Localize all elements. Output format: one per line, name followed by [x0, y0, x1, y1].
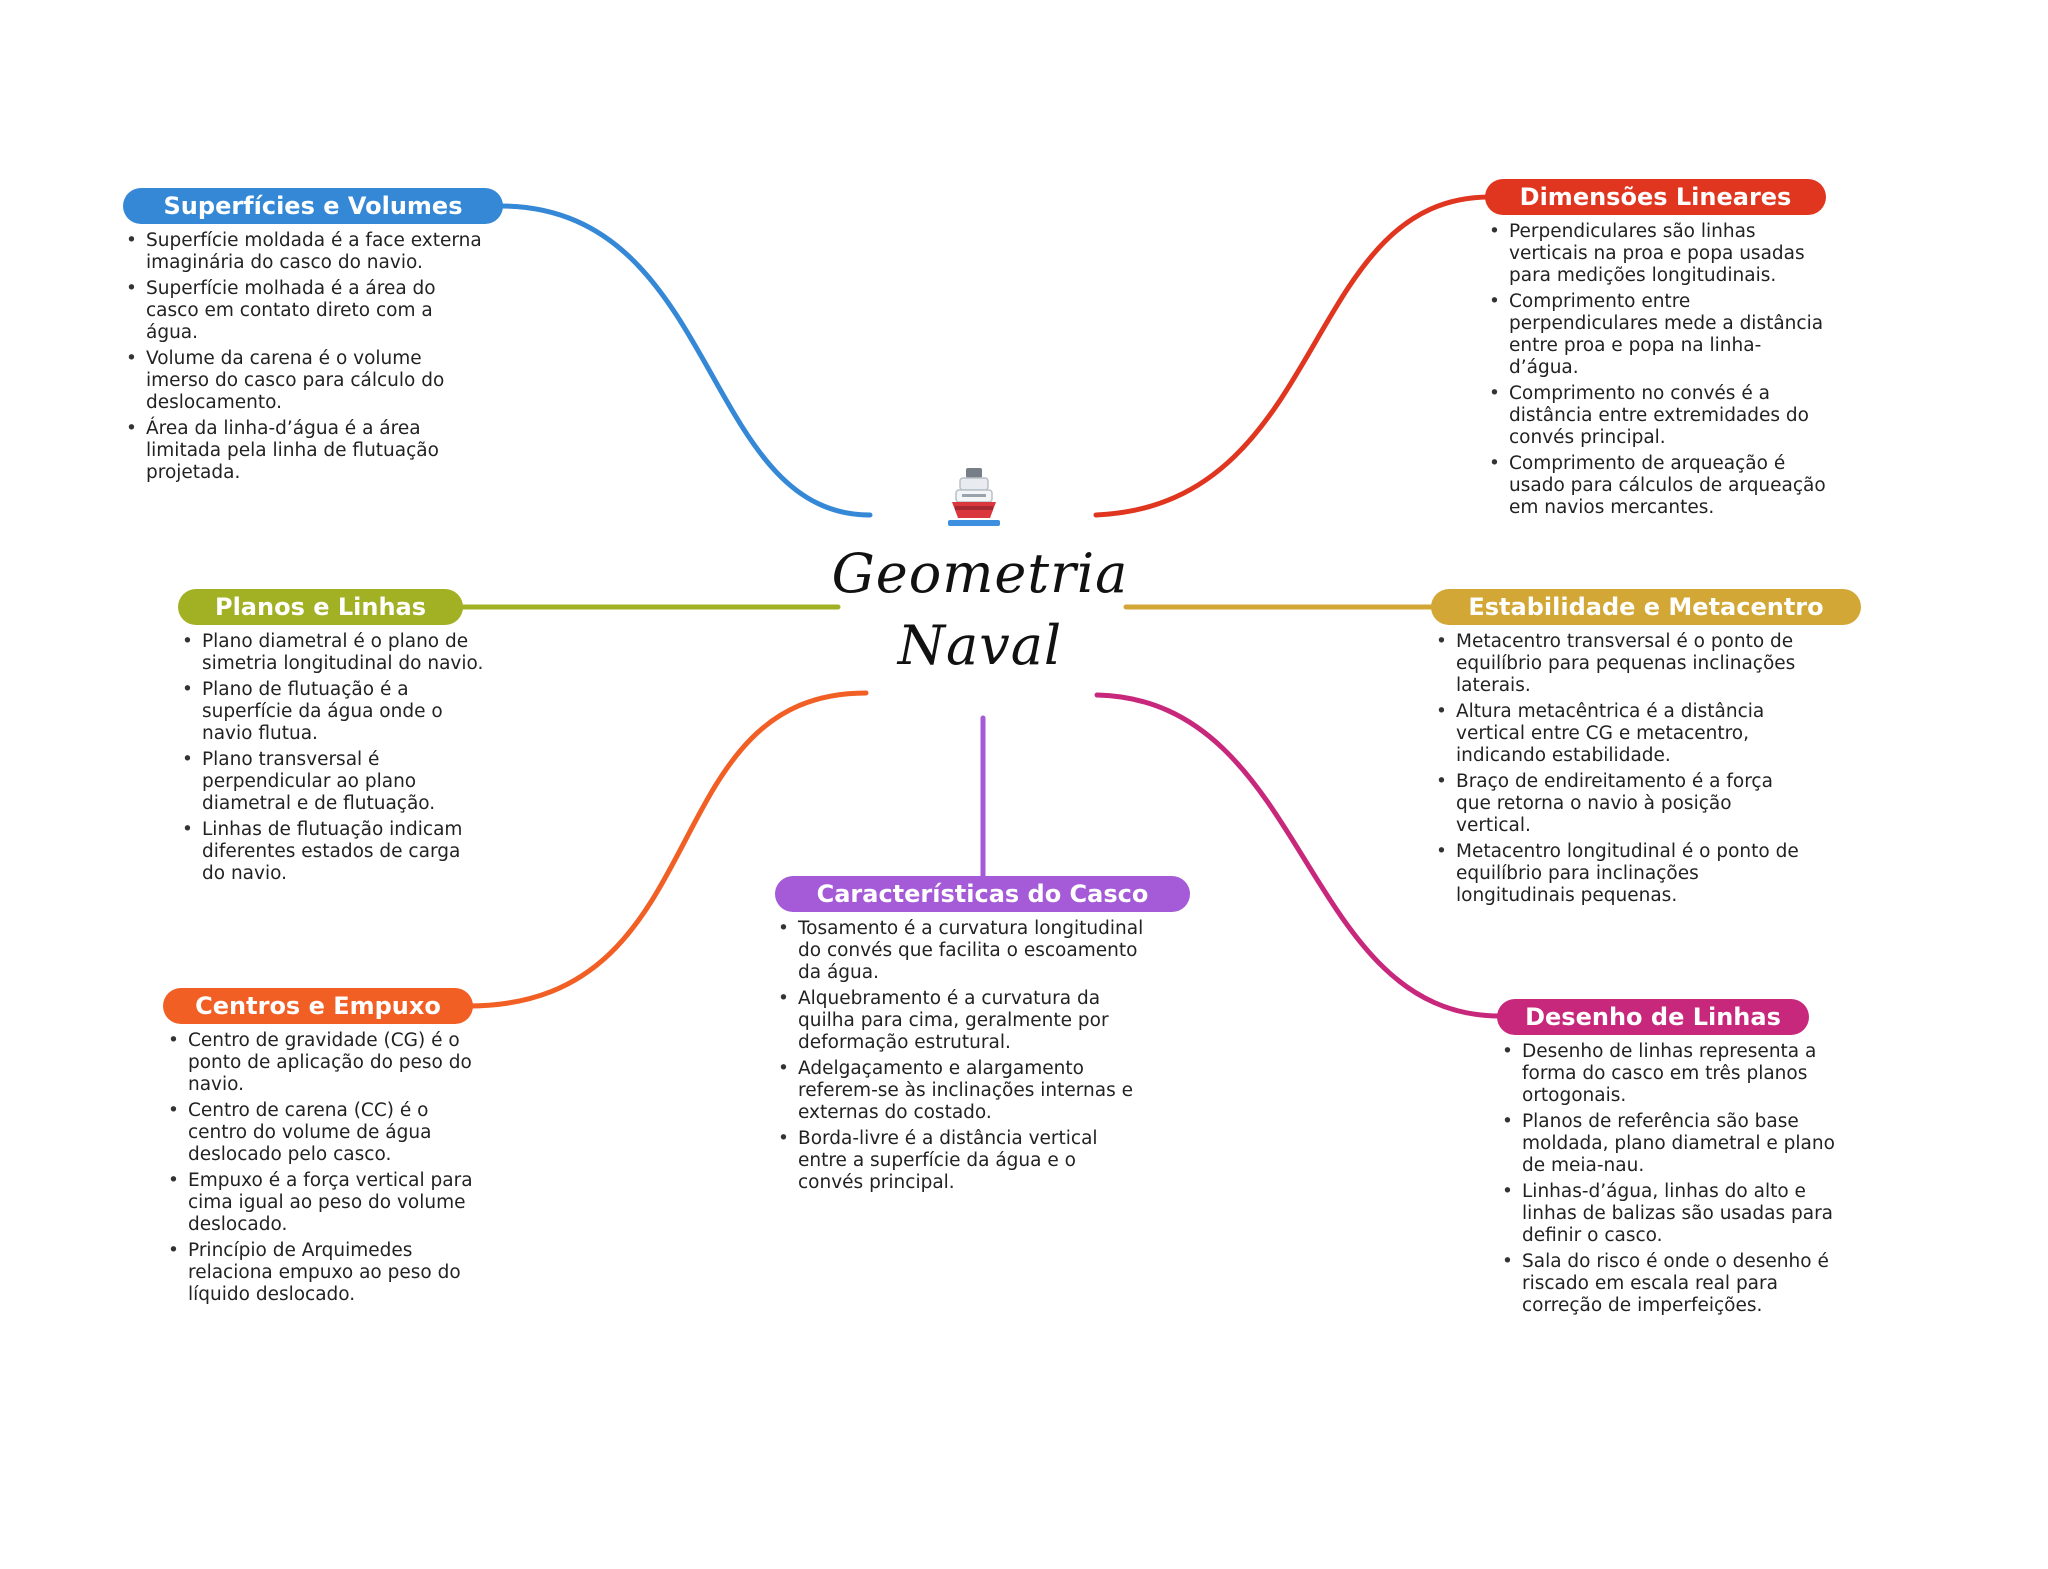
- branch-label-planos[interactable]: Planos e Linhas: [178, 589, 463, 625]
- branch-item-estabilidade-2: Altura metacêntrica é a distância vertic…: [1434, 701, 1804, 767]
- branch-item-planos-3: Plano transversal é perpendicular ao pla…: [180, 749, 485, 815]
- branch-item-centros-1: Centro de gravidade (CG) é o ponto de ap…: [166, 1030, 486, 1096]
- branch-item-casco-3: Adelgaçamento e alargamento referem-se à…: [776, 1058, 1146, 1124]
- branch-item-centros-2: Centro de carena (CC) é o centro do volu…: [166, 1100, 486, 1166]
- central-title-line-1: Geometria: [831, 542, 1129, 605]
- branch-item-desenho-1: Desenho de linhas representa a forma do …: [1500, 1041, 1840, 1107]
- branch-item-estabilidade-3: Braço de endireitamento é a força que re…: [1434, 771, 1804, 837]
- branch-item-dimensoes-4: Comprimento de arqueação é usado para cá…: [1487, 453, 1827, 519]
- branch-list-centros: Centro de gravidade (CG) é o ponto de ap…: [166, 1030, 486, 1310]
- branch-item-estabilidade-4: Metacentro longitudinal é o ponto de equ…: [1434, 841, 1804, 907]
- connector-superficies: [497, 203, 873, 518]
- branch-list-superficies: Superfície moldada é a face externa imag…: [124, 230, 484, 488]
- branch-list-dimensoes: Perpendiculares são linhas verticais na …: [1487, 221, 1827, 523]
- branch-list-desenho: Desenho de linhas representa a forma do …: [1500, 1041, 1840, 1321]
- central-title-line-2: Naval: [897, 614, 1063, 677]
- branch-label-casco[interactable]: Características do Casco: [775, 876, 1190, 912]
- connector-desenho: [1094, 692, 1503, 1019]
- connector-dimensoes: [1093, 194, 1493, 518]
- branch-item-planos-2: Plano de flutuação é a superfície da águ…: [180, 679, 485, 745]
- branch-item-dimensoes-2: Comprimento entre perpendiculares mede a…: [1487, 291, 1827, 379]
- branch-item-superficies-1: Superfície moldada é a face externa imag…: [124, 230, 484, 274]
- branch-item-desenho-3: Linhas-d’água, linhas do alto e linhas d…: [1500, 1181, 1840, 1247]
- branch-item-casco-4: Borda-livre é a distância vertical entre…: [776, 1128, 1146, 1194]
- branch-item-superficies-4: Área da linha-d’água é a área limitada p…: [124, 418, 484, 484]
- branch-item-desenho-4: Sala do risco é onde o desenho é riscado…: [1500, 1251, 1840, 1317]
- branch-item-dimensoes-3: Comprimento no convés é a distância entr…: [1487, 383, 1827, 449]
- branch-label-desenho[interactable]: Desenho de Linhas: [1497, 999, 1809, 1035]
- branch-item-superficies-2: Superfície molhada é a área do casco em …: [124, 278, 484, 344]
- branch-item-centros-3: Empuxo é a força vertical para cima igua…: [166, 1170, 486, 1236]
- branch-item-superficies-3: Volume da carena é o volume imerso do ca…: [124, 348, 484, 414]
- branch-list-estabilidade: Metacentro transversal é o ponto de equi…: [1434, 631, 1804, 911]
- branch-label-dimensoes[interactable]: Dimensões Lineares: [1485, 179, 1826, 215]
- central-topic: Geometria Naval: [830, 460, 1130, 700]
- branch-item-centros-4: Princípio de Arquimedes relaciona empuxo…: [166, 1240, 486, 1306]
- branch-list-casco: Tosamento é a curvatura longitudinal do …: [776, 918, 1146, 1198]
- branch-item-desenho-2: Planos de referência são base moldada, p…: [1500, 1111, 1840, 1177]
- branch-label-superficies[interactable]: Superfícies e Volumes: [123, 188, 503, 224]
- branch-item-planos-1: Plano diametral é o plano de simetria lo…: [180, 631, 485, 675]
- branch-label-centros[interactable]: Centros e Empuxo: [163, 988, 473, 1024]
- branch-item-casco-2: Alquebramento é a curvatura da quilha pa…: [776, 988, 1146, 1054]
- branch-label-estabilidade[interactable]: Estabilidade e Metacentro: [1431, 589, 1861, 625]
- branch-item-planos-4: Linhas de flutuação indicam diferentes e…: [180, 819, 485, 885]
- ship-icon: [946, 462, 1002, 532]
- branch-item-dimensoes-1: Perpendiculares são linhas verticais na …: [1487, 221, 1827, 287]
- branch-item-casco-1: Tosamento é a curvatura longitudinal do …: [776, 918, 1146, 984]
- connector-centros: [465, 690, 869, 1009]
- branch-list-planos: Plano diametral é o plano de simetria lo…: [180, 631, 485, 889]
- branch-item-estabilidade-1: Metacentro transversal é o ponto de equi…: [1434, 631, 1804, 697]
